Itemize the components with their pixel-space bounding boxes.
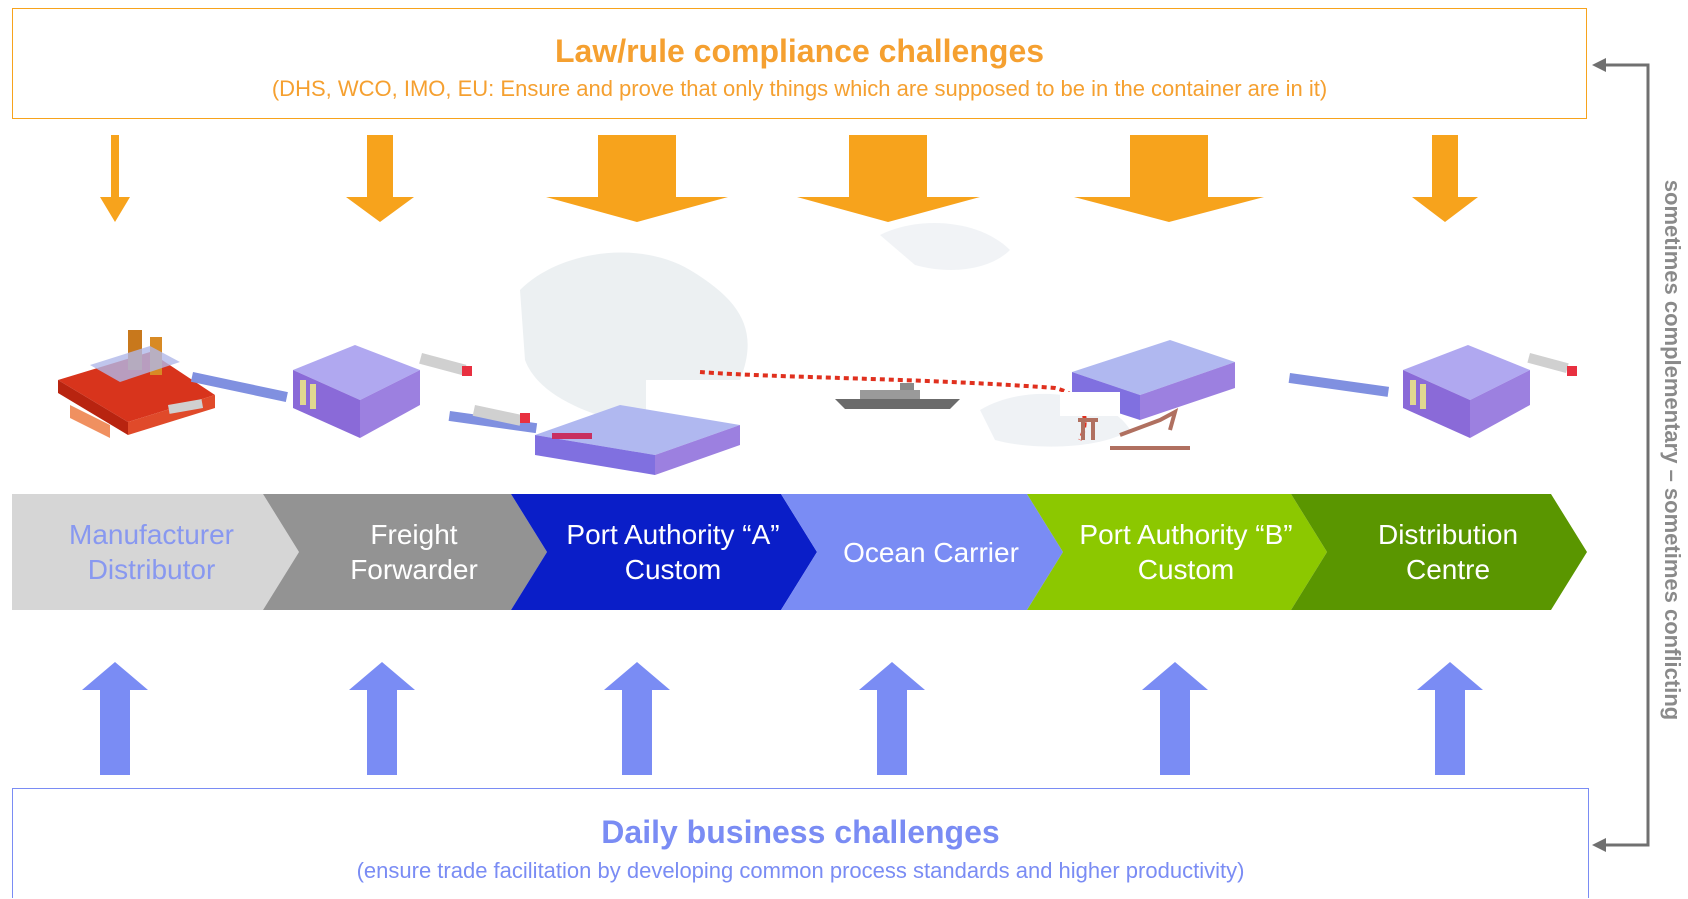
map-landmass-north bbox=[880, 223, 1010, 270]
chain-step-1 bbox=[12, 494, 299, 610]
law-compliance-subtitle: (DHS, WCO, IMO, EU: Ensure and prove tha… bbox=[271, 76, 1328, 101]
warehouse-icon bbox=[1060, 340, 1235, 420]
business-arrow-2 bbox=[349, 662, 415, 775]
law-compliance-title: Law/rule compliance challenges bbox=[554, 33, 1045, 69]
truck-cab bbox=[462, 366, 472, 376]
business-challenges-box: Daily business challenges (ensure trade … bbox=[12, 788, 1589, 898]
business-arrow-5 bbox=[1142, 662, 1208, 775]
truck-cab bbox=[520, 413, 530, 423]
law-arrow-2 bbox=[346, 135, 414, 222]
truck-icon bbox=[472, 405, 522, 426]
truck-icon bbox=[419, 353, 467, 376]
warehouse-icon bbox=[1403, 345, 1530, 438]
law-compliance-box: Law/rule compliance challenges (DHS, WCO… bbox=[12, 8, 1587, 119]
business-arrows bbox=[82, 662, 1483, 775]
chain-step-2 bbox=[263, 494, 547, 610]
business-arrow-3 bbox=[604, 662, 670, 775]
shipping-route-line bbox=[699, 370, 1087, 441]
law-arrow-6 bbox=[1412, 135, 1478, 222]
conveyor-belt-1 bbox=[190, 371, 288, 402]
ship-icon bbox=[835, 383, 960, 409]
business-arrow-4 bbox=[859, 662, 925, 775]
truck-icon bbox=[168, 399, 204, 414]
warehouse-icon bbox=[293, 345, 420, 438]
connector-arrowhead-top bbox=[1592, 58, 1606, 72]
conveyor-belt-3 bbox=[1288, 373, 1390, 397]
law-arrow-4 bbox=[797, 135, 980, 222]
chain-step-6 bbox=[1291, 494, 1587, 610]
process-chain bbox=[12, 494, 1587, 610]
business-challenges-subtitle: (ensure trade facilitation by developing… bbox=[356, 858, 1245, 883]
chain-step-3 bbox=[511, 494, 817, 610]
law-arrow-5 bbox=[1074, 135, 1264, 222]
conveyor-belt-2 bbox=[448, 411, 538, 434]
business-arrow-1 bbox=[82, 662, 148, 775]
factory-icon bbox=[58, 330, 215, 438]
side-connector-label: sometimes complementary – sometimes conf… bbox=[1660, 179, 1685, 721]
business-arrow-6 bbox=[1417, 662, 1483, 775]
truck-icon bbox=[1527, 353, 1569, 374]
warehouse-icon bbox=[535, 380, 756, 475]
law-arrows bbox=[100, 135, 1478, 222]
truck-cab bbox=[1567, 366, 1577, 376]
business-challenges-title: Daily business challenges bbox=[601, 814, 1000, 850]
chain-step-4 bbox=[781, 494, 1063, 610]
crane-icon bbox=[1078, 408, 1190, 450]
feedback-connector bbox=[1592, 58, 1650, 852]
law-arrow-1 bbox=[100, 135, 130, 222]
chain-step-5 bbox=[1027, 494, 1327, 610]
connector-arrowhead-bottom bbox=[1592, 838, 1606, 852]
law-arrow-3 bbox=[546, 135, 728, 222]
